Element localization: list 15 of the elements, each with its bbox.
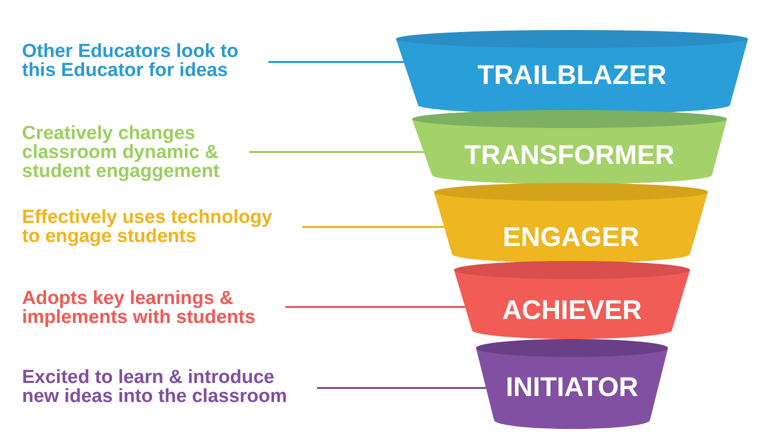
description-text: Other Educators look to this Educator for ideas bbox=[22, 42, 240, 80]
level-label: TRAILBLAZER bbox=[476, 60, 668, 91]
level-label: ENGAGER bbox=[502, 222, 640, 253]
description-text: Excited to learn & introduce new ideas into the classroom bbox=[22, 368, 288, 406]
leader-line bbox=[302, 226, 444, 228]
leader-line bbox=[268, 61, 404, 63]
level-label: TRANSFORMER bbox=[464, 140, 676, 171]
level-label: INITIATOR bbox=[504, 372, 640, 403]
description-text: Creatively changes classroom dynamic & student engaggement bbox=[22, 124, 220, 181]
level-label: ACHIEVER bbox=[501, 295, 643, 326]
description-text: Adopts key learnings & implements with students bbox=[22, 289, 256, 327]
description-text: Effectively uses technology to engage students bbox=[22, 208, 274, 246]
leader-line bbox=[317, 387, 486, 389]
leader-line bbox=[249, 151, 424, 153]
leader-line bbox=[285, 306, 466, 308]
